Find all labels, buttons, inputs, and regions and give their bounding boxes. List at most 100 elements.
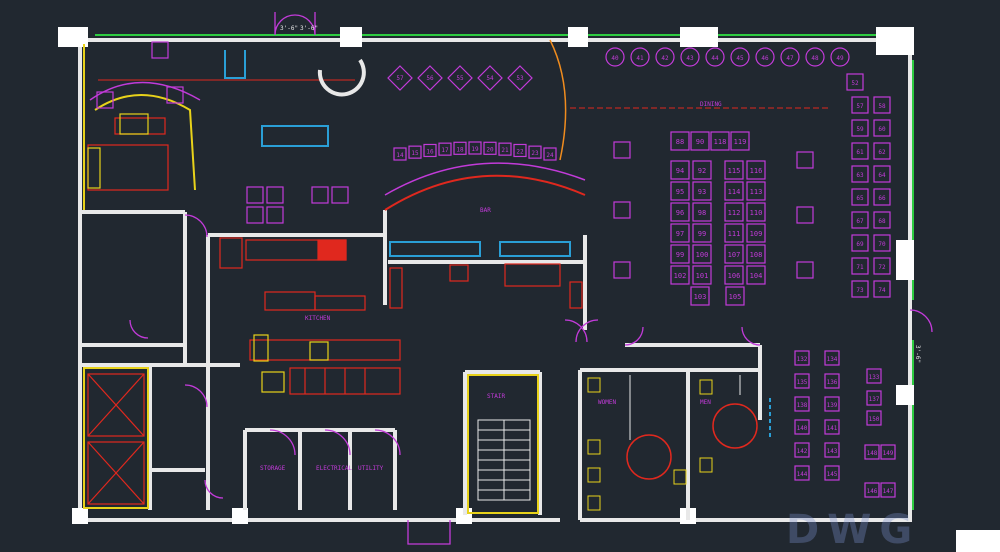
room-label-utility: UTILITY [358, 465, 384, 472]
table-number-top-47: 47 [786, 55, 794, 62]
table-number-center-107: 107 [728, 251, 741, 259]
table-center-1-1 [692, 181, 712, 201]
table-number-center-101: 101 [696, 272, 709, 280]
table-number-center-96: 96 [676, 209, 684, 217]
table-center-2-2 [724, 202, 744, 222]
restroom-turning-circles [317, 58, 758, 480]
table-number-right-60: 60 [878, 126, 886, 133]
table-number-top-49: 49 [836, 55, 844, 62]
booth-left-141 [824, 419, 840, 435]
table-left-col-67 [851, 211, 869, 229]
booth-number-143: 143 [827, 448, 838, 455]
table-number-center-97: 97 [676, 230, 684, 238]
booth-number-136: 136 [827, 379, 838, 386]
table-number-center-116: 116 [750, 167, 763, 175]
door-labels: 3'-6" 3'-6" 3'-6" [280, 25, 921, 363]
dining-tables [96, 41, 896, 498]
table-number-diamond-56: 56 [426, 75, 434, 82]
dining-table-0 [246, 186, 264, 204]
kitchen-yellow-equipment [87, 113, 329, 393]
booth-left-134 [824, 350, 840, 366]
table-right-72 [873, 257, 891, 275]
dining-table-2 [246, 206, 264, 224]
table-right-60 [873, 119, 891, 137]
columns [58, 27, 914, 524]
table-center-0-2 [724, 160, 744, 180]
table-number-center-95: 95 [676, 188, 684, 196]
table-left-col-59 [851, 119, 869, 137]
table-number-left-col-57: 57 [856, 103, 864, 110]
dining-table-8 [613, 261, 631, 279]
table-center-top-119 [730, 131, 750, 151]
table-center-top-118 [710, 131, 730, 151]
doors [129, 12, 933, 545]
table-number-left-col-65: 65 [856, 195, 864, 202]
table-left-col-65 [851, 188, 869, 206]
table-right-68 [873, 211, 891, 229]
table-top-42 [655, 47, 675, 67]
table-number-diamond-55: 55 [456, 75, 464, 82]
table-center-3-1 [692, 223, 712, 243]
bar-stool-17 [438, 142, 452, 156]
table-center-2-3 [746, 202, 766, 222]
booth-number-138: 138 [797, 402, 808, 409]
table-center-top-90 [690, 131, 710, 151]
exterior-walls [78, 38, 912, 522]
booth-left-143 [824, 442, 840, 458]
room-label-stair: STAIR [487, 393, 505, 400]
table-number-left-col-61: 61 [856, 149, 864, 156]
booth-right-149 [880, 444, 896, 460]
red-guides [98, 79, 830, 109]
bar-counter [384, 39, 586, 211]
dining-table-7 [613, 201, 631, 219]
table-center-5-1 [692, 265, 712, 285]
table-left-col-73 [851, 280, 869, 298]
booth-left-144 [794, 465, 810, 481]
dining-table-5 [331, 186, 349, 204]
table-number-right-72: 72 [878, 264, 886, 271]
booth-number-144: 144 [797, 471, 808, 478]
table-center-3-3 [746, 223, 766, 243]
office-desk [89, 81, 201, 191]
booth-right-133 [866, 368, 882, 384]
booth-number-135: 135 [797, 379, 808, 386]
table-number-center-110: 110 [750, 209, 763, 217]
table-number-left-col-67: 67 [856, 218, 864, 225]
table-number-left-col-59: 59 [856, 126, 864, 133]
table-right-70 [873, 234, 891, 252]
table-left-col-61 [851, 142, 869, 160]
booth-number-142: 142 [797, 448, 808, 455]
table-top-48 [805, 47, 825, 67]
table-center-6-0 [690, 286, 710, 306]
bar-stool-19 [468, 141, 482, 155]
bar-stool-22 [513, 143, 527, 158]
table-number-top-41: 41 [636, 55, 644, 62]
booth-left-142 [794, 442, 810, 458]
table-number-left-col-71: 71 [856, 264, 864, 271]
bar-stool-14 [393, 147, 407, 161]
bar-stool-23 [528, 145, 542, 159]
table-right-74 [873, 280, 891, 298]
dining-table-13 [166, 86, 184, 104]
bar-stool-16 [423, 143, 437, 158]
table-center-top-88 [670, 131, 690, 151]
table-number-top-44: 44 [711, 55, 719, 62]
table-number-top-48: 48 [811, 55, 819, 62]
bar-stool-15 [408, 145, 422, 159]
booth-number-147: 147 [883, 488, 894, 495]
table-number-right-70: 70 [878, 241, 886, 248]
table-diamond-55 [447, 65, 473, 91]
table-number-right-68: 68 [878, 218, 886, 225]
table-center-0-3 [746, 160, 766, 180]
table-center-5-0 [670, 265, 690, 285]
dining-table-14 [96, 91, 114, 109]
booth-left-138 [794, 396, 810, 412]
table-left-col-63 [851, 165, 869, 183]
table-number-center-111: 111 [728, 230, 741, 238]
table-number-left-col-69: 69 [856, 241, 864, 248]
booth-left-135 [794, 373, 810, 389]
table-diamond-56 [417, 65, 443, 91]
bar-stool-number-15: 15 [411, 150, 419, 157]
booth-number-139: 139 [827, 402, 838, 409]
